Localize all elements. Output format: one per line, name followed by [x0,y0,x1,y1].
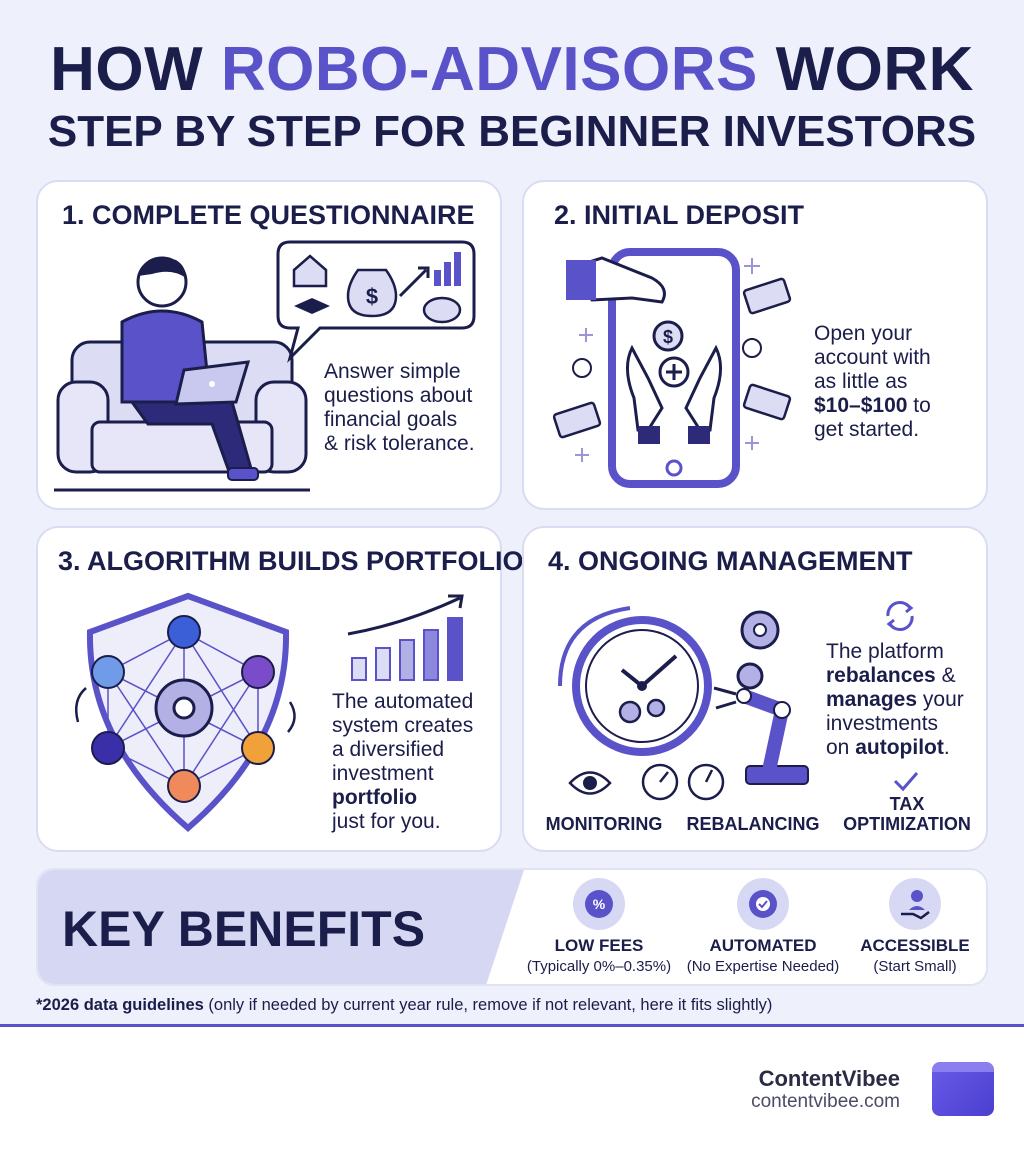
svg-text:%: % [593,896,606,912]
key-benefits-banner [38,870,524,984]
label-monitoring: MONITORING [545,814,663,834]
brand-url: contentvibee.com [751,1091,900,1112]
svg-text:$: $ [366,284,378,309]
step-2-text: Open your account with as little as $10–… [814,322,931,441]
step-3-title: 3. ALGORITHM BUILDS PORTFOLIO [58,546,524,576]
hand-person-icon [889,878,941,930]
brand-name: ContentVibee [758,1066,900,1091]
step-4-text: The platform rebalances & manages your i… [826,640,964,759]
footer-area [0,1027,1024,1154]
step-1-text: Answer simple questions about financial … [324,360,475,455]
phone-deposit-icon: $ [552,248,792,488]
person-on-couch-icon [54,256,310,492]
main-title: HOW ROBO-ADVISORS WORK [50,35,974,104]
growth-bar-chart-icon [347,594,464,681]
key-benefits-title: KEY BENEFITS [62,901,426,957]
label-rebalancing: REBALANCING [686,814,820,834]
step-3-card: 3. ALGORITHM BUILDS PORTFOLIO [36,526,524,852]
goals-speech-bubble-icon: $ [276,240,476,364]
step-2-card: 2. INITIAL DEPOSIT $ [522,180,988,510]
step-4-card: 4. ONGOING MANAGEMENT [522,526,988,852]
brand-logo-icon [932,1062,994,1116]
step-1-title: 1. COMPLETE QUESTIONNAIRE [62,200,475,230]
clock-gears-robot-arm-icon [558,606,809,785]
benefit-accessible: ACCESSIBLE (Start Small) [830,878,986,975]
benefit-automated: AUTOMATED (No Expertise Needed) [678,878,848,975]
algorithm-shield-network-icon [75,592,296,832]
step-2-title: 2. INITIAL DEPOSIT [554,200,805,230]
gear-check-icon [737,878,789,930]
percent-icon: % [573,878,625,930]
label-tax: TAX [889,794,925,814]
checkmark-icon [893,772,919,792]
rebalancing-gauge-icon [641,763,725,801]
monitoring-eye-icon [568,771,612,795]
footer-divider [0,1024,1024,1027]
svg-text:$: $ [663,327,673,347]
subtitle: STEP BY STEP FOR BEGINNER INVESTORS [47,107,977,156]
label-optimization: OPTIMIZATION [843,814,971,834]
footnote: *2026 data guidelines (only if needed by… [36,996,773,1014]
step-3-text: The automated system creates a diversifi… [332,690,474,833]
title-accent: ROBO-ADVISORS [220,35,758,104]
key-benefits-panel: KEY BENEFITS % LOW FEES (Typically 0%–0.… [36,868,988,986]
refresh-cycle-icon [886,601,914,631]
step-4-title: 4. ONGOING MANAGEMENT [548,546,913,576]
benefit-low-fees: % LOW FEES (Typically 0%–0.35%) [514,878,684,975]
step-1-card: 1. COMPLETE QUESTIONNAIRE [36,180,502,510]
